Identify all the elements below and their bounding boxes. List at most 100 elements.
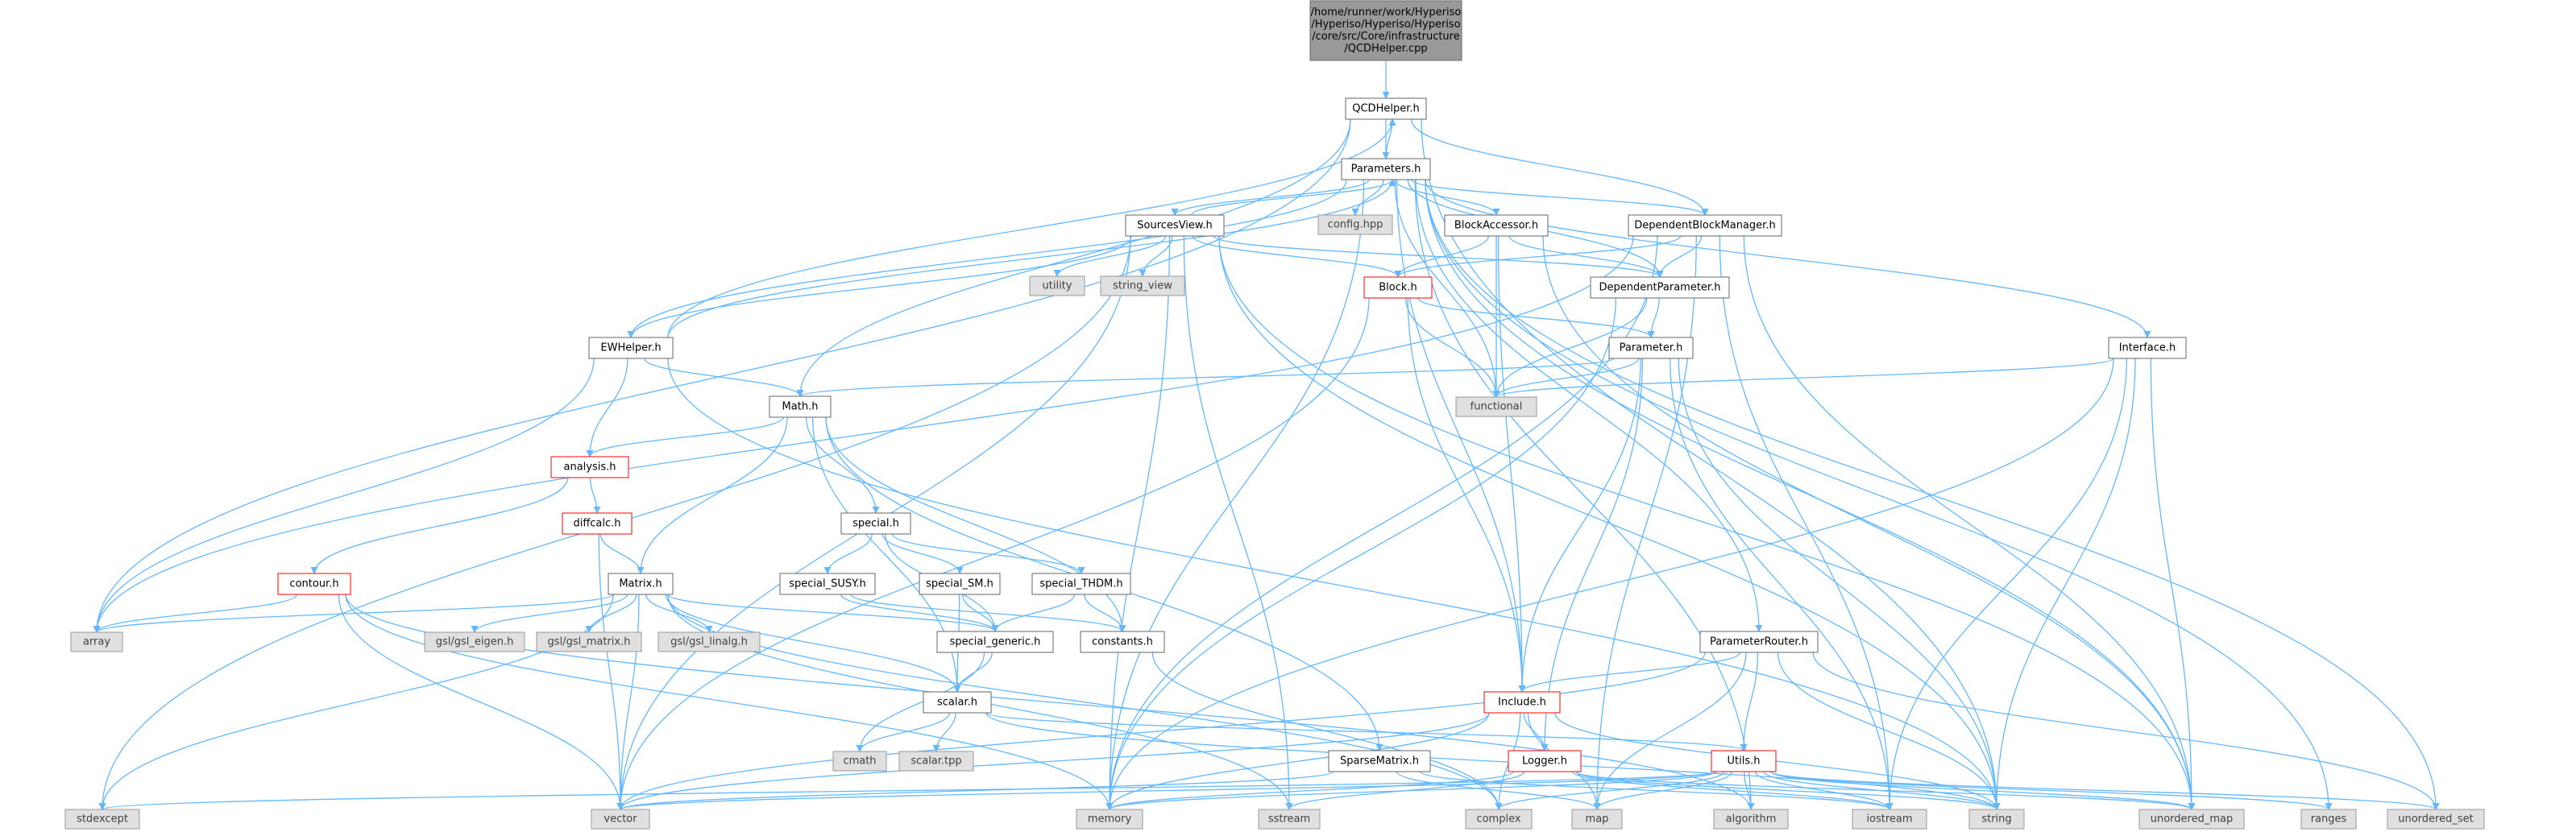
node-special-sm-h[interactable]: special_SM.h bbox=[919, 573, 1001, 595]
node-label: config.hpp bbox=[1328, 219, 1383, 231]
node-parameterrouter-h[interactable]: ParameterRouter.h bbox=[1699, 631, 1819, 653]
node-box bbox=[1076, 809, 1143, 830]
node-analysis-h[interactable]: analysis.h bbox=[550, 456, 629, 478]
node-utils-h[interactable]: Utils.h bbox=[1711, 750, 1777, 772]
edge-utils_h-to-map bbox=[1593, 771, 1733, 810]
node-box bbox=[591, 809, 650, 830]
edge-utils_h-to-string bbox=[1763, 771, 2001, 810]
edge-parameters_h-to-unordered_set bbox=[1425, 179, 2440, 810]
node-box bbox=[2108, 337, 2187, 359]
node-box bbox=[898, 751, 974, 772]
edge-scalar_h-to-utils_h bbox=[985, 712, 1748, 751]
node-ranges[interactable]: ranges bbox=[2300, 809, 2357, 830]
edge-contour_h-to-array bbox=[93, 594, 298, 633]
node-algorithm[interactable]: algorithm bbox=[1713, 809, 1789, 830]
edge-parameters_h-to-sourcesview_h bbox=[1171, 179, 1370, 216]
node-special-susy-h[interactable]: special_SUSY.h bbox=[779, 573, 876, 595]
node-interface-h[interactable]: Interface.h bbox=[2108, 337, 2187, 359]
edge-matrix_h-to-vector bbox=[616, 594, 640, 810]
node-special-h[interactable]: special.h bbox=[840, 512, 911, 535]
node-box bbox=[1031, 573, 1131, 595]
node-dependentblockmanager-h[interactable]: DependentBlockManager.h bbox=[1628, 214, 1782, 237]
node-label: special_SUSY.h bbox=[789, 578, 866, 590]
edge-interface_h-to-unordered_map bbox=[2150, 358, 2196, 810]
node-unordered-map[interactable]: unordered_map bbox=[2138, 809, 2245, 830]
node-scalar-tpp[interactable]: scalar.tpp bbox=[898, 751, 974, 772]
edge-utils_h-to-ranges bbox=[1770, 771, 2333, 810]
node-ewhelper-h[interactable]: EWHelper.h bbox=[588, 337, 674, 359]
node-box bbox=[769, 395, 832, 418]
node-label: string_view bbox=[1113, 280, 1172, 292]
edge-diffcalc_h-to-matrix_h bbox=[599, 533, 645, 574]
node-root[interactable]: /home/runner/work/Hyperiso/Hyperiso/Hype… bbox=[1309, 0, 1462, 61]
node-utility[interactable]: utility bbox=[1029, 275, 1085, 296]
edge-parameterrouter_h-to-utils_h bbox=[1740, 652, 1759, 751]
edge-blockaccessor_h-to-dependentparameter_h bbox=[1508, 235, 1664, 278]
node-gsl-linalg[interactable]: gsl/gsl_linalg.h bbox=[657, 631, 761, 652]
node-dependentparameter-h[interactable]: DependentParameter.h bbox=[1590, 276, 1730, 299]
node-sparsematrix-h[interactable]: SparseMatrix.h bbox=[1328, 750, 1431, 772]
edge-sourcesview_h-to-parameters_h bbox=[1191, 179, 1396, 216]
edge-matrix_h-to-complex bbox=[667, 594, 1503, 810]
node-matrix-h[interactable]: Matrix.h bbox=[608, 573, 674, 595]
node-vector[interactable]: vector bbox=[591, 809, 650, 830]
edge-dependentblockmanager_h-to-dependentparameter_h bbox=[1656, 235, 1703, 278]
edge-logger_h-to-string bbox=[1575, 771, 2001, 810]
node-complex[interactable]: complex bbox=[1465, 809, 1533, 830]
node-label: /core/src/Core/infrastructure bbox=[1312, 31, 1459, 43]
node-label: cmath bbox=[843, 755, 876, 768]
node-string-view[interactable]: string_view bbox=[1100, 275, 1185, 296]
node-sstream[interactable]: sstream bbox=[1258, 809, 1321, 830]
node-parameters-h[interactable]: Parameters.h bbox=[1341, 158, 1431, 180]
node-functional[interactable]: functional bbox=[1455, 396, 1537, 417]
node-box bbox=[562, 512, 633, 535]
node-scalar-h[interactable]: scalar.h bbox=[923, 691, 992, 714]
node-logger-h[interactable]: Logger.h bbox=[1508, 750, 1582, 772]
edge-parameterrouter_h-to-string bbox=[1777, 652, 2001, 810]
edge-sourcesview_h-to-sstream bbox=[1183, 235, 1293, 810]
edge-utils_h-to-memory bbox=[1105, 771, 1717, 810]
node-cmath[interactable]: cmath bbox=[832, 751, 887, 772]
edge-utils_h-to-complex bbox=[1495, 771, 1725, 810]
node-unordered-set[interactable]: unordered_set bbox=[2387, 809, 2485, 830]
node-iostream[interactable]: iostream bbox=[1852, 809, 1927, 830]
node-math-h[interactable]: Math.h bbox=[769, 395, 832, 418]
node-block-h[interactable]: Block.h bbox=[1363, 276, 1433, 299]
node-label: Include.h bbox=[1498, 697, 1546, 709]
node-label: scalar.tpp bbox=[911, 755, 961, 768]
node-box bbox=[936, 631, 1054, 653]
node-box bbox=[1699, 631, 1819, 653]
node-contour-h[interactable]: contour.h bbox=[277, 573, 351, 595]
node-stdexcept[interactable]: stdexcept bbox=[64, 809, 140, 830]
node-string[interactable]: string bbox=[1968, 809, 2025, 830]
node-box bbox=[588, 337, 674, 359]
node-memory[interactable]: memory bbox=[1076, 809, 1143, 830]
node-label: QCDHelper.h bbox=[1352, 103, 1419, 115]
node-label: Parameters.h bbox=[1351, 164, 1421, 176]
node-diffcalc-h[interactable]: diffcalc.h bbox=[562, 512, 633, 535]
node-qcdhelper-h[interactable]: QCDHelper.h bbox=[1345, 97, 1427, 120]
node-include-h[interactable]: Include.h bbox=[1483, 691, 1561, 714]
node-special-thdm-h[interactable]: special_THDM.h bbox=[1031, 573, 1131, 595]
node-map[interactable]: map bbox=[1571, 809, 1623, 830]
edge-dependentparameter_h-to-parameter_h bbox=[1647, 297, 1660, 338]
node-blockaccessor-h[interactable]: BlockAccessor.h bbox=[1444, 214, 1549, 237]
node-constants-h[interactable]: constants.h bbox=[1080, 631, 1165, 653]
edge-block_h-to-functional bbox=[1405, 297, 1500, 398]
edge-utils_h-to-stdexcept bbox=[99, 771, 1717, 810]
node-label: /QCDHelper.cpp bbox=[1344, 43, 1427, 55]
node-label: unordered_set bbox=[2398, 813, 2473, 826]
edge-logger_h-to-memory bbox=[1105, 771, 1514, 810]
node-gsl-eigen[interactable]: gsl/gsl_eigen.h bbox=[424, 631, 525, 652]
node-label: gsl/gsl_linalg.h bbox=[670, 636, 748, 648]
node-gsl-matrix[interactable]: gsl/gsl_matrix.h bbox=[536, 631, 642, 652]
edge-include_h-to-memory bbox=[1105, 712, 1490, 810]
node-box bbox=[1628, 214, 1782, 237]
node-parameter-h[interactable]: Parameter.h bbox=[1608, 337, 1694, 359]
node-array[interactable]: array bbox=[70, 631, 123, 652]
edge-special_h-to-special_susy_h bbox=[823, 533, 873, 574]
node-config-hpp[interactable]: config.hpp bbox=[1317, 214, 1393, 235]
node-special-generic-h[interactable]: special_generic.h bbox=[936, 631, 1054, 653]
node-box bbox=[1258, 809, 1321, 830]
node-sourcesview-h[interactable]: SourcesView.h bbox=[1125, 214, 1225, 237]
